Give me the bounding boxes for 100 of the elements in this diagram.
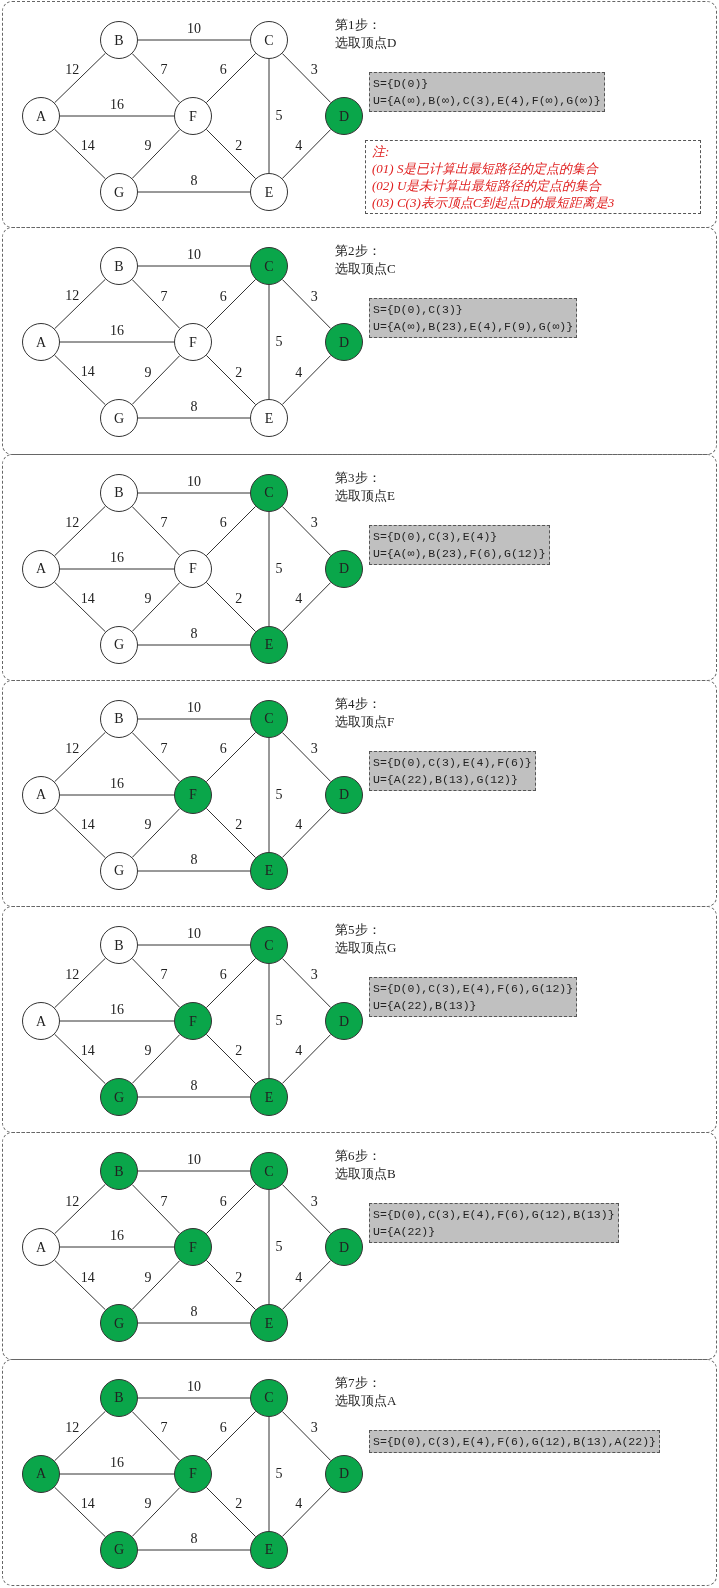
graph-edge [131,1486,181,1537]
edge-label: 6 [218,1194,228,1209]
step-panel [2,227,717,455]
edge-label: 12 [64,1194,81,1209]
edge-label: 14 [79,817,96,832]
graph-edge [131,53,181,103]
graph-edge [281,129,332,179]
set-box [369,977,578,1018]
edge-label: 16 [109,98,125,112]
graph-edge [281,807,332,858]
graph-edge [137,417,251,419]
graph-edge [281,581,332,632]
graph-edge [281,958,332,1009]
edge-label: 3 [309,289,319,304]
graph-edge [131,581,181,632]
edge-label: 10 [186,474,202,489]
edge-label: 14 [79,1496,96,1511]
edge-label: 7 [159,1194,169,1209]
graph-edge [281,1260,332,1311]
graph-edge [205,128,257,180]
edge-label: 9 [143,365,153,380]
graph-edge [54,52,106,104]
graph-edge [268,284,270,400]
note-text: 注: [372,143,391,160]
set-text: S={D(0),C(3),E(4),F(6),G(12),B(13)} [373,1207,615,1224]
graph-edge [54,505,106,556]
note-text: (03) C(3)表示顶点C到起点D的最短距离是3 [372,194,616,211]
edge-label: 10 [186,22,202,36]
set-text: U={A(22)} [373,1224,437,1241]
set-box [369,298,578,339]
edge-label: 6 [218,289,228,304]
set-text: U={A(∞),B(23),F(6),G(12)} [373,545,546,562]
graph-edge [281,1410,332,1461]
graph-edge [131,1034,181,1084]
note-text: (02) U是未计算出最短路径的定点的集合 [372,177,603,194]
edge-label: 7 [159,515,169,530]
graph-edge [281,355,332,406]
graph-edge [268,1189,270,1305]
set-text: S={D(0),C(3),E(4),F(6)} [373,754,532,771]
edge-label: 12 [64,741,81,756]
graph-edge [205,505,257,556]
step-heading: 第2步： [335,242,382,261]
graph-edge [205,355,257,406]
edge-label: 8 [189,852,199,867]
edge-label: 4 [294,591,304,606]
graph-edge [137,492,251,494]
graph-edge [54,1410,106,1461]
graph-edge [131,958,181,1008]
edge-label: 9 [143,1270,153,1285]
set-box [369,72,605,112]
edge-label: 14 [79,591,96,606]
graph-edge [54,1486,106,1537]
edge-label: 3 [309,515,319,530]
note-box [365,140,701,214]
graph-edge [268,737,270,853]
step-heading: 第4步： [335,694,382,713]
graph-edge [54,279,106,330]
graph-edge [54,581,106,632]
graph-edge [59,568,175,570]
edge-label: 3 [309,1194,319,1209]
set-box [369,750,536,791]
set-text: S={D(0),C(3),E(4)} [373,528,499,545]
graph-edge [54,731,106,783]
set-text: S={D(0),C(3)} [373,302,464,319]
graph-edge [205,1410,257,1461]
set-text: U={A(∞),B(∞),C(3),E(4),F(∞),G(∞)} [373,93,601,109]
graph-edge [137,718,251,720]
edge-label: 5 [274,787,284,802]
edge-label: 2 [234,1496,244,1511]
graph-edge [59,794,175,796]
graph-edge [54,1033,106,1085]
edge-label: 4 [294,1496,304,1511]
edge-label: 8 [189,1531,199,1546]
set-text: U={A(22),B(13)} [373,998,478,1015]
graph-edge [268,58,270,174]
step-panel [2,1358,717,1586]
step-heading: 选取顶点E [335,486,395,505]
edge-label: 2 [234,1270,244,1285]
graph-edge [131,731,181,782]
graph-edge [205,1260,257,1311]
graph-edge [59,341,175,343]
step-heading: 第1步： [335,16,382,34]
edge-label: 2 [234,365,244,380]
graph-edge [205,279,257,330]
edge-label: 12 [64,1420,81,1435]
graph-edge [131,1260,181,1311]
edge-label: 3 [309,1420,319,1435]
graph-edge [268,963,270,1079]
graph-edge [281,53,332,103]
graph-edge [59,115,175,117]
graph-edge [137,870,251,872]
graph-edge [131,129,181,179]
edge-label: 8 [189,174,199,188]
graph-edge [137,944,251,946]
graph-edge [137,1170,251,1172]
edge-label: 6 [218,1420,228,1435]
graph-edge [281,1184,332,1235]
graph-edge [54,807,106,859]
edge-label: 12 [64,515,81,530]
graph-edge [137,644,251,646]
